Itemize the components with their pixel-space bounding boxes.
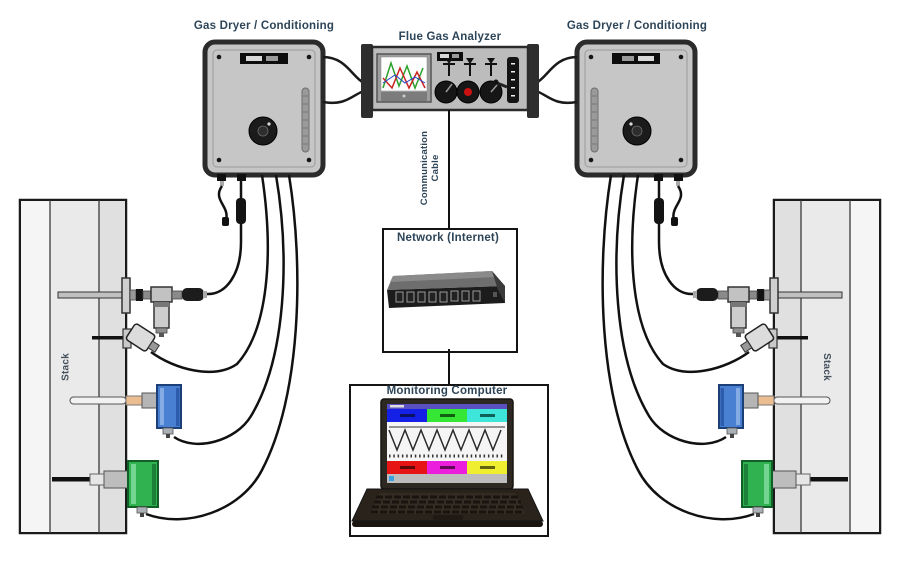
flow-meter [507,57,519,103]
stack-left-label: Stack [60,353,72,381]
analyzer-screen [376,53,432,103]
flue-gas-analyzer [361,44,539,118]
stack-right-label: Stack [820,353,832,381]
monitoring-computer-box [349,384,549,537]
gas-dryer-left-label: Gas Dryer / Conditioning [193,20,335,32]
gas-dryer-right-label: Gas Dryer / Conditioning [566,20,708,32]
communication-cable-label: Communication Cable [419,130,441,206]
analyzer-nameplate [437,52,463,61]
network-label: Network (Internet) [397,232,499,244]
rack-handle-left [361,44,373,118]
flue-gas-analyzer-label: Flue Gas Analyzer [398,31,502,43]
rack-handle-right [527,44,539,118]
valve-icons [443,63,497,76]
analyzer-knobs [434,80,503,104]
right-assembly [536,42,880,533]
monitoring-computer-label: Monitoring Computer [386,385,508,397]
left-assembly [20,42,364,533]
network-box [382,228,518,353]
